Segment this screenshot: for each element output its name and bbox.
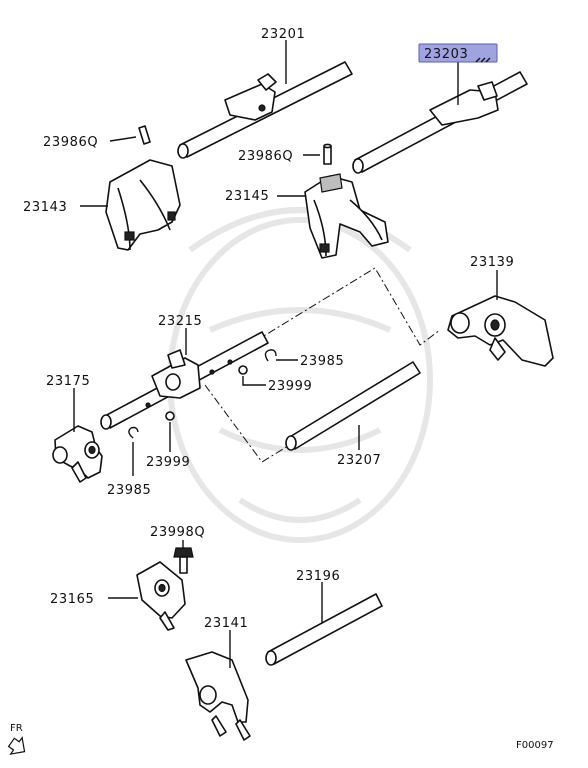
label-23985-lower[interactable]: 23985 — [107, 483, 151, 498]
label-23998q[interactable]: 23998Q — [150, 525, 205, 540]
part-labels: 23201 23203 23986Q 23986Q 23143 23145 23… — [23, 27, 514, 631]
fork-23145 — [304, 173, 389, 259]
label-23986q-right[interactable]: 23986Q — [238, 149, 293, 164]
pin-23986q-right — [323, 143, 332, 165]
fork-23141 — [185, 651, 251, 741]
figure-code: F00097 — [516, 740, 554, 751]
rod-23215 — [100, 331, 269, 430]
rod-23207 — [285, 361, 421, 451]
direction-label: FR — [10, 723, 23, 734]
label-23999-upper[interactable]: 23999 — [268, 379, 312, 394]
pin-23986q-left — [138, 125, 151, 145]
label-23985-upper[interactable]: 23985 — [300, 354, 344, 369]
label-23141[interactable]: 23141 — [204, 616, 248, 631]
highlight-hatch — [475, 57, 491, 63]
bolt-23998q — [173, 547, 194, 574]
bracket-23165 — [136, 561, 186, 631]
direction-indicator: FR — [7, 723, 26, 755]
label-23203[interactable]: 23203 — [424, 47, 468, 62]
rod-23201 — [177, 61, 353, 159]
label-23986q-left[interactable]: 23986Q — [43, 135, 98, 150]
leader-lines — [73, 40, 498, 668]
label-23175[interactable]: 23175 — [46, 374, 90, 389]
rod-23196 — [265, 593, 383, 666]
arrow-icon — [7, 736, 26, 755]
block-23139 — [447, 295, 554, 367]
ball-23999-upper — [238, 365, 248, 375]
label-23143[interactable]: 23143 — [23, 200, 67, 215]
label-23999-lower[interactable]: 23999 — [146, 455, 190, 470]
ball-23999-lower — [165, 411, 175, 421]
label-23215[interactable]: 23215 — [158, 314, 202, 329]
label-23196[interactable]: 23196 — [296, 569, 340, 584]
label-23201[interactable]: 23201 — [261, 27, 305, 42]
clip-23985-lower — [128, 426, 139, 439]
label-23165[interactable]: 23165 — [50, 592, 94, 607]
rod-23203 — [352, 71, 528, 174]
clip-23985-upper — [264, 349, 277, 362]
label-23207[interactable]: 23207 — [337, 453, 381, 468]
label-23145[interactable]: 23145 — [225, 189, 269, 204]
label-23139[interactable]: 23139 — [470, 255, 514, 270]
fork-23143 — [105, 159, 181, 251]
highlight-23203 — [418, 43, 498, 63]
block-23175 — [52, 425, 103, 483]
